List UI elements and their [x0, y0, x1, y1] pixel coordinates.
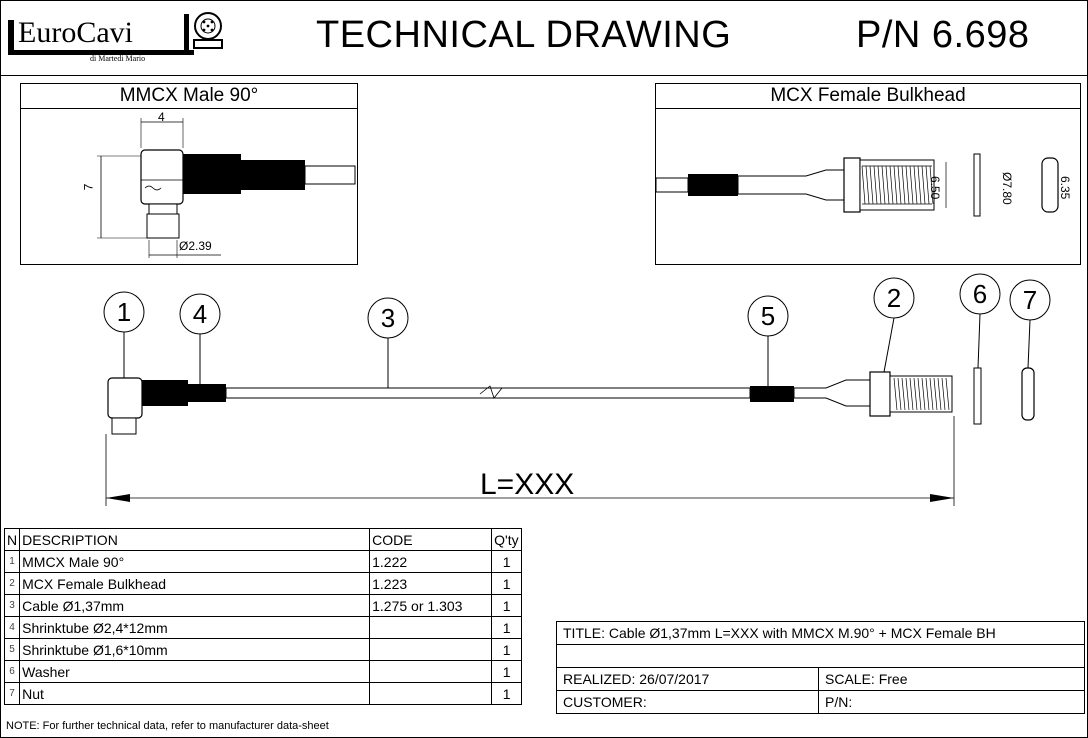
drawing-title: TECHNICAL DRAWING: [316, 14, 732, 56]
bom-cell-qty: 1: [491, 594, 523, 617]
bom-cell-qty: 1: [491, 616, 523, 639]
balloon-7: 7: [1009, 279, 1051, 369]
detail-mmcx-male: MMCX Male 90° 4 7 Ø2.39: [20, 83, 358, 265]
detail-title-mcx: MCX Female Bulkhead: [656, 84, 1080, 109]
bom-cell-description: Shrinktube Ø2,4*12mm: [19, 616, 371, 639]
bom-cell-n: 5: [3, 638, 21, 661]
bom-cell-qty: 1: [491, 638, 523, 661]
balloon-1: 1: [103, 291, 145, 380]
bom-cell-code: 1.275 or 1.303: [369, 594, 493, 617]
logo-text: EuroCavi: [18, 16, 133, 49]
bom-cell-code: 1.222: [369, 550, 493, 573]
mmcx-detail-drawing: [97, 118, 356, 258]
bom-cell-description: Washer: [19, 660, 371, 683]
balloon-3: 3: [367, 297, 409, 388]
title-block-empty: [556, 644, 1085, 668]
logo-graphic: [8, 12, 223, 55]
bom-cell-n: 2: [3, 572, 21, 595]
logo-bar-right: [184, 14, 189, 54]
balloon-label: 5: [761, 301, 775, 331]
dim-780: Ø7.80: [1000, 172, 1014, 205]
balloon-4: 4: [179, 293, 221, 384]
detail-title-mmcx: MMCX Male 90°: [21, 84, 357, 109]
bom-cell-n: 6: [3, 660, 21, 683]
bom-cell-qty: 1: [491, 682, 523, 705]
length-label: L=XXX: [480, 468, 574, 501]
part-number: P/N 6.698: [856, 14, 1030, 56]
title-block: TITLE: Cable Ø1,37mm L=XXX with MMCX M.9…: [556, 621, 1085, 714]
bom-cell-code: [369, 682, 493, 705]
balloon-label: 7: [1023, 285, 1037, 315]
balloon-label: 6: [973, 279, 987, 309]
balloon-label: 4: [193, 299, 207, 329]
logo-bar-left: [8, 20, 14, 54]
title-block-scale: SCALE: Free: [818, 667, 1085, 691]
bom-cell-code: [369, 616, 493, 639]
bom-header-row: N DESCRIPTION CODE Q'ty: [3, 528, 523, 551]
bom-cell-description: Cable Ø1,37mm: [19, 594, 371, 617]
title-block-title: TITLE: Cable Ø1,37mm L=XXX with MMCX M.9…: [556, 621, 1085, 645]
balloon-2: 2: [873, 277, 915, 373]
thread-marks: [861, 165, 934, 205]
mcx-detail-drawing: [656, 153, 1059, 217]
title-block-pn: P/N:: [818, 690, 1085, 714]
balloon-label: 2: [887, 283, 901, 313]
dim-width: 4: [158, 110, 165, 124]
balloon-label: 1: [117, 297, 131, 327]
bom-header-qty: Q'ty: [491, 528, 523, 551]
bom-cell-code: [369, 660, 493, 683]
bom-cell-qty: 1: [491, 572, 523, 595]
bom-cell-qty: 1: [491, 550, 523, 573]
dim-height: 7: [81, 183, 96, 191]
bom-cell-description: MCX Female Bulkhead: [19, 572, 371, 595]
title-block-customer: CUSTOMER:: [556, 690, 819, 714]
bom-cell-n: 7: [3, 682, 21, 705]
bom-header-description: DESCRIPTION: [19, 528, 371, 551]
logo-subtext: di Martedi Mario: [90, 54, 146, 63]
balloon-6: 6: [959, 273, 1001, 369]
bom-cell-code: 1.223: [369, 572, 493, 595]
bom-cell-n: 1: [3, 550, 21, 573]
detail-mcx-female: MCX Female Bulkhead 6.50 Ø7.80 6.35: [655, 83, 1081, 265]
balloon-5: 5: [747, 295, 789, 386]
footer-note: NOTE: For further technical data, refer …: [6, 720, 329, 732]
bom-cell-code: [369, 638, 493, 661]
balloon-label: 3: [381, 303, 395, 333]
title-block-realized: REALIZED: 26/07/2017: [556, 667, 819, 691]
bom-cell-n: 4: [3, 616, 21, 639]
bom-cell-description: Shrinktube Ø1,6*10mm: [19, 638, 371, 661]
dim-diameter: Ø2.39: [179, 239, 212, 253]
dim-635: 6.35: [1058, 176, 1072, 200]
bom-header-n: N: [3, 528, 21, 551]
bom-cell-description: Nut: [19, 682, 371, 705]
assembly-drawing: 1 4 3 5 2 6 7 L=XXX: [103, 273, 1051, 506]
dim-650: 6.50: [928, 176, 942, 200]
logo-underline: [8, 50, 194, 55]
bom-cell-n: 3: [3, 594, 21, 617]
bom-header-code: CODE: [369, 528, 493, 551]
company-logo: EuroCavi di Martedi Mario: [6, 6, 226, 66]
bom-cell-description: MMCX Male 90°: [19, 550, 371, 573]
bom-cell-qty: 1: [491, 660, 523, 683]
